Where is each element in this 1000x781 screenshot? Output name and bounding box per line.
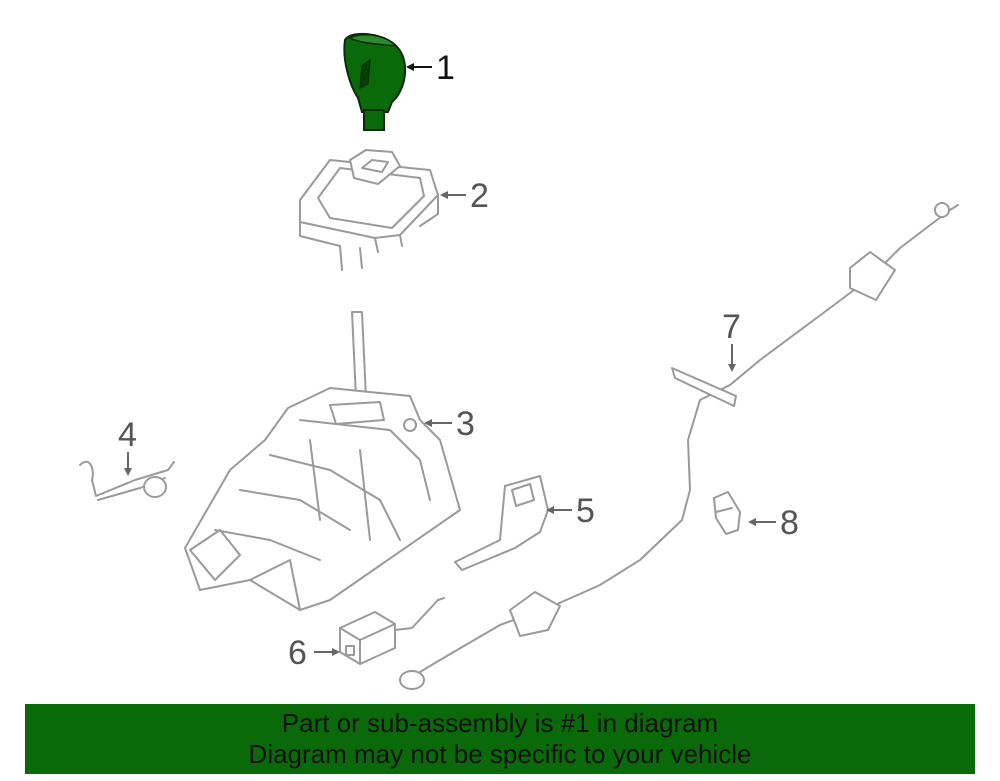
part-7-shift-cable[interactable] bbox=[399, 202, 959, 690]
callout-2-label: 2 bbox=[470, 177, 489, 215]
banner-line-2: Diagram may not be specific to your vehi… bbox=[248, 739, 752, 769]
callout-3: 3 bbox=[424, 405, 475, 443]
banner-line-1: Part or sub-assembly is #1 in diagram bbox=[281, 708, 719, 738]
callout-1-label: 1 bbox=[436, 49, 455, 87]
part-1-shift-knob[interactable] bbox=[343, 32, 407, 131]
callout-1: 1 bbox=[406, 49, 455, 87]
callout-2: 2 bbox=[440, 177, 489, 215]
callout-3-label: 3 bbox=[456, 405, 475, 443]
callout-8: 8 bbox=[748, 504, 799, 542]
part-2-shift-bezel[interactable] bbox=[299, 149, 439, 271]
callout-6-label: 6 bbox=[288, 634, 307, 672]
callout-8-label: 8 bbox=[780, 504, 799, 542]
part-6-switch-module[interactable] bbox=[339, 597, 445, 665]
part-4-sensor-wire[interactable] bbox=[79, 460, 175, 501]
parts-diagram: 1 2 3 4 bbox=[79, 32, 959, 690]
callout-7: 7 bbox=[722, 308, 741, 372]
part-3-shifter-assembly[interactable] bbox=[184, 311, 461, 611]
callout-6: 6 bbox=[288, 634, 340, 672]
part-5-bracket[interactable] bbox=[454, 475, 549, 571]
callout-4: 4 bbox=[118, 416, 137, 476]
callout-5-label: 5 bbox=[576, 492, 595, 530]
callout-4-label: 4 bbox=[118, 416, 137, 454]
highlight-banner: Part or sub-assembly is #1 in diagram Di… bbox=[25, 704, 975, 774]
callout-5: 5 bbox=[546, 492, 595, 530]
part-8-clip[interactable] bbox=[713, 491, 741, 535]
callout-7-label: 7 bbox=[722, 308, 741, 346]
